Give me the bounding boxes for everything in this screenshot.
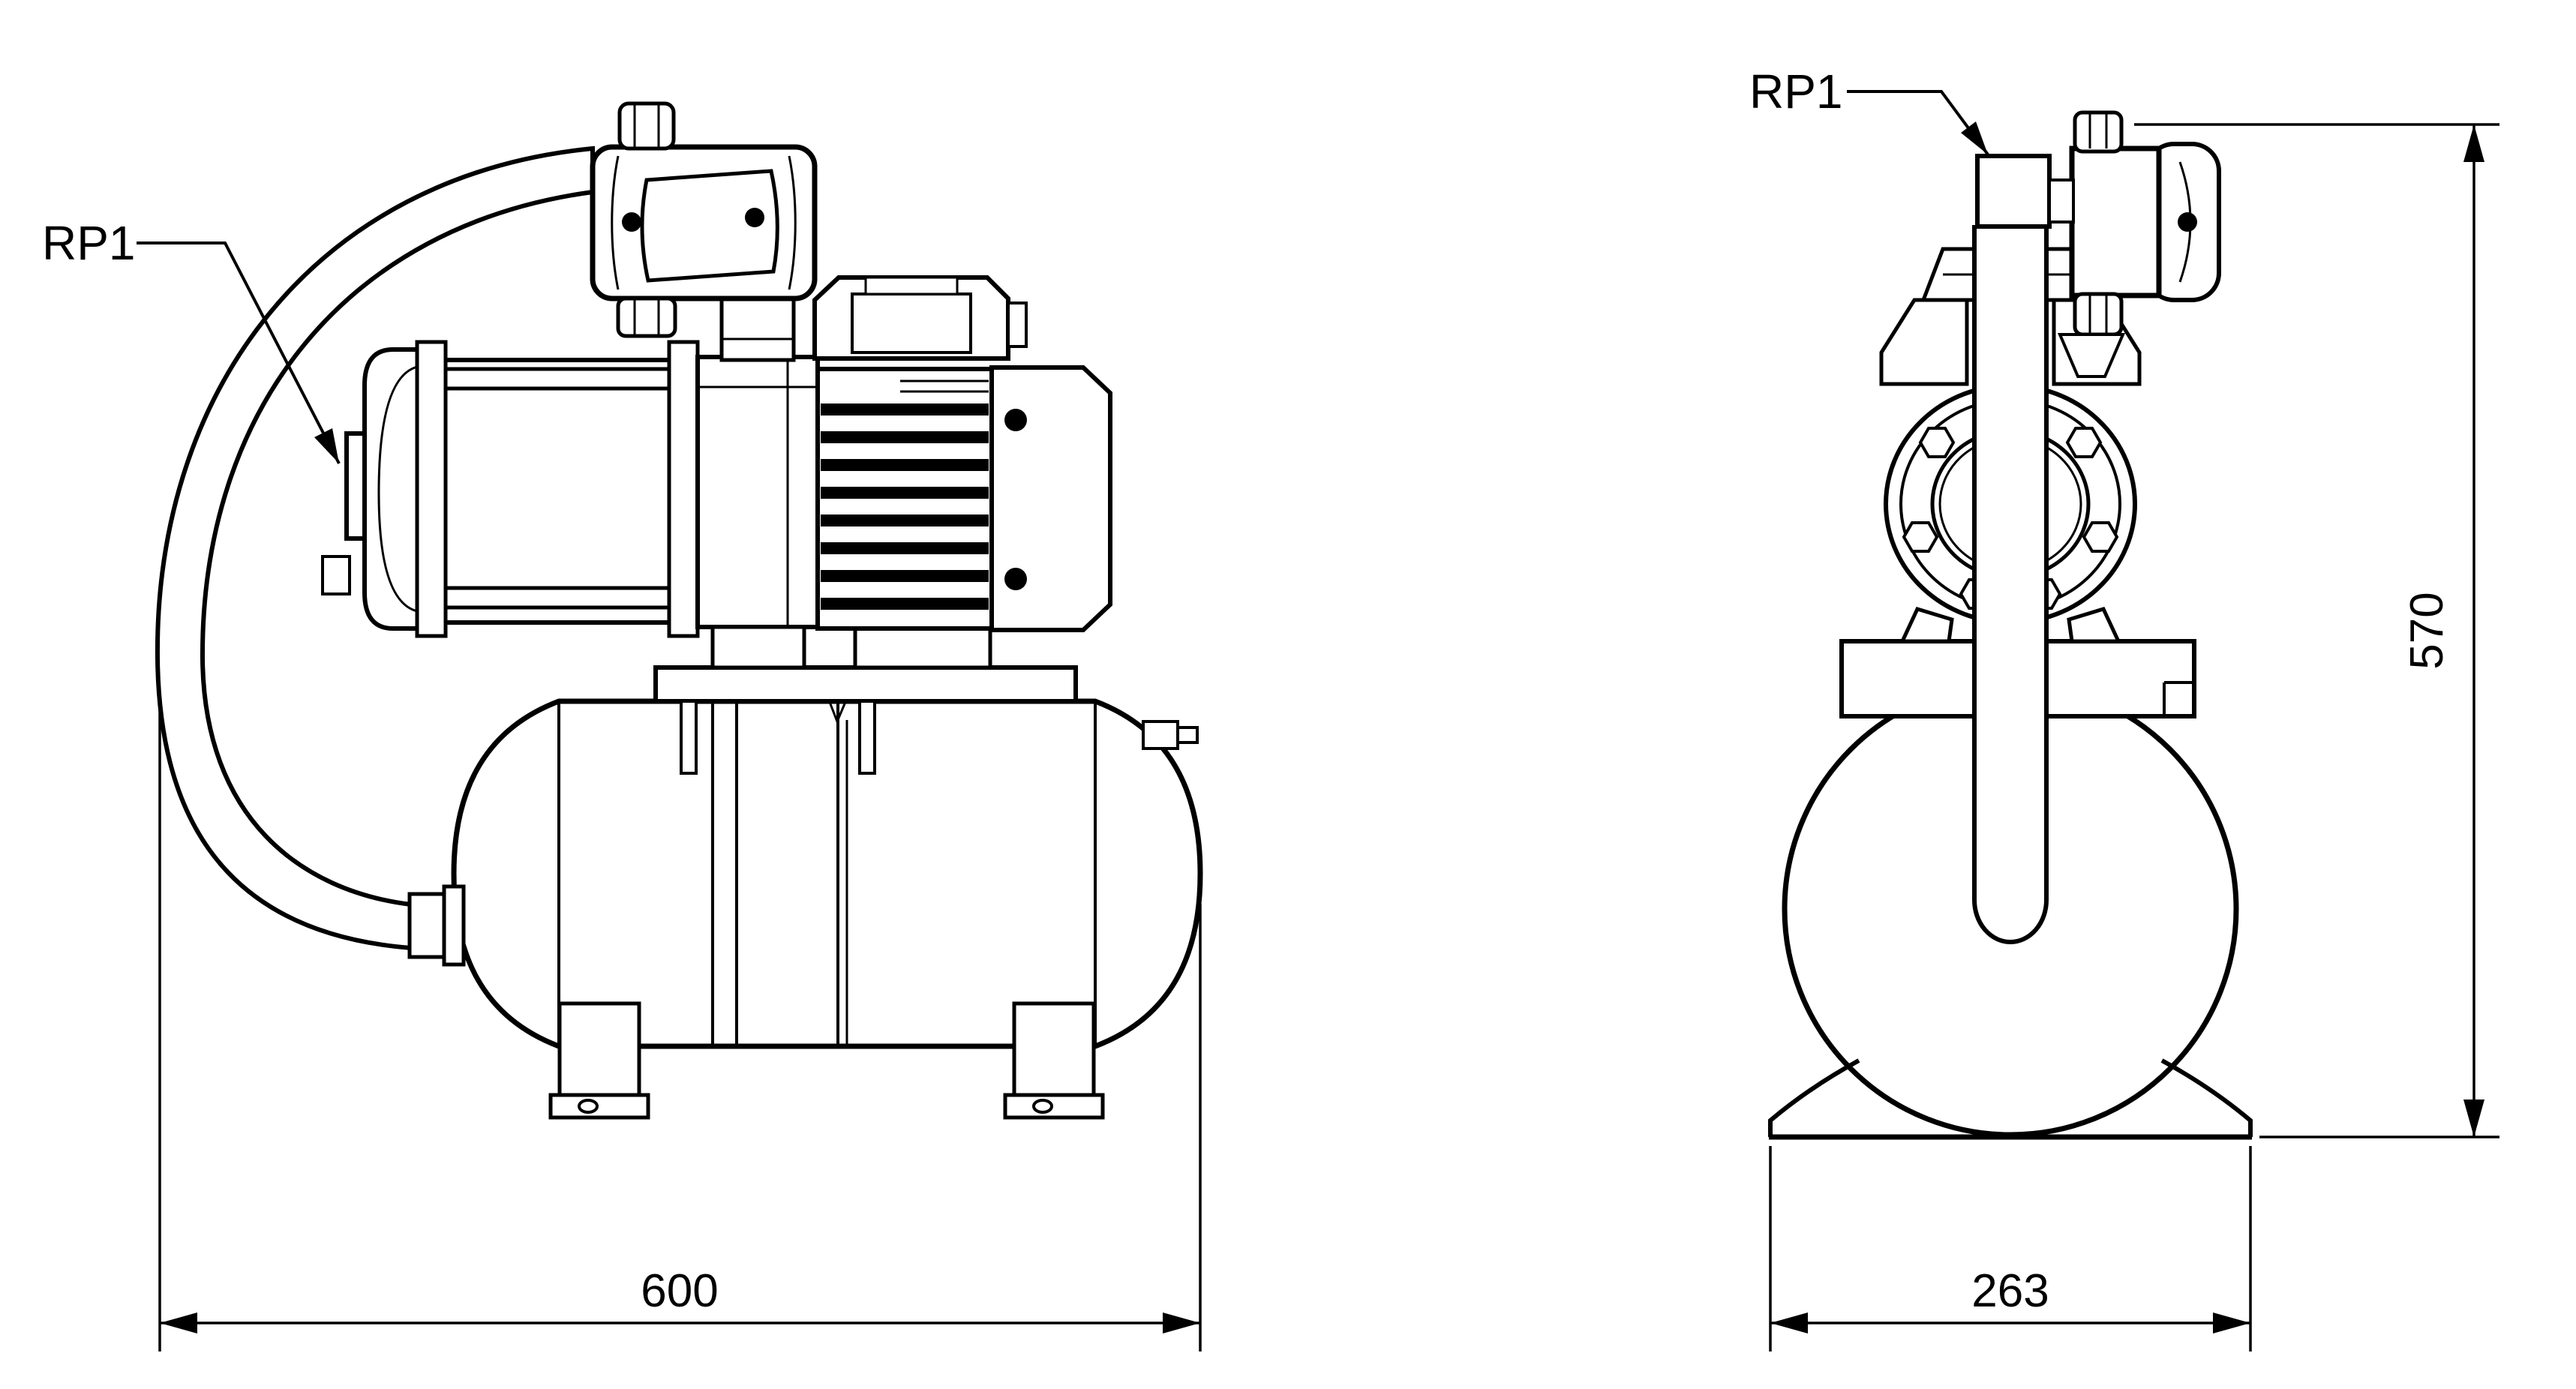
drain-plug [321,555,351,596]
hose-fitting [407,892,446,959]
tank-air-valve-cap [1176,726,1199,744]
bolt-icon [1004,568,1027,590]
connector-nut [2048,178,2075,224]
screw-icon [622,212,641,232]
screw-icon [745,208,764,227]
dimension-value: 263 [1971,1265,2049,1317]
pump-flange-left [415,340,448,638]
fin [821,542,989,554]
suction-cover [362,347,424,631]
dim-arrow-icon [2463,1100,2484,1137]
hose-tube-front [1972,225,2049,944]
dimension-overall-height: 570 [2134,123,2499,1138]
dimension-value: 600 [641,1265,718,1317]
manager-body [2069,146,2162,298]
hose-front [1972,154,2075,944]
mounting-plate-side [653,665,1078,704]
terminal-box-lid [851,292,972,354]
tank-side [451,665,1203,1120]
callout-label: RP1 [1749,64,1843,118]
pump-cylinder [419,358,676,625]
manager-bottom-port [616,296,677,338]
terminal-box-top [864,276,959,296]
callout-rp1-side: RP1 [42,216,341,464]
pump-flange-right [667,340,700,638]
callout-rp1-front: RP1 [1749,64,1989,156]
tank-seam-notch [828,701,847,725]
tank-foot-right-hole [1032,1099,1053,1114]
chamber-foot [710,625,806,670]
fin [821,598,989,610]
manager-lower-cover [2057,333,2126,378]
hose-side [155,146,595,967]
manager-top-port [617,101,676,151]
pressure-manager-edge [788,155,797,290]
fin [821,487,989,499]
pump-support-right [2067,606,2121,644]
plate-bracket-pin [680,700,698,775]
dim-arrow-icon [1163,1312,1200,1334]
fin [821,431,989,443]
dim-arrow-icon [2463,124,2484,162]
front-view: RP1 263 570 [1749,64,2499,1352]
bolt-icon [1004,409,1027,431]
pressure-manager-front [2057,110,2221,378]
base-cradle-right [2160,1058,2253,1137]
bolt-hex-icon [1918,427,1956,458]
dim-arrow-icon [2213,1312,2250,1334]
tank-foot-left-hole [578,1099,599,1114]
tie-rod-bottom [443,586,671,610]
tie-rod-top [443,367,671,391]
base-cradle-left [1768,1058,1860,1137]
side-view: RP1 600 [42,101,1203,1352]
bolt-hex-icon [1902,521,1939,553]
motor-cooling-fins [821,404,989,610]
dimension-overall-length: 600 [158,698,1202,1352]
motor-side [812,275,1112,632]
suction-cover-line [377,364,422,614]
plate-bracket-pin [858,700,876,775]
tank-foot-left-base [548,1093,650,1120]
motor-end-cap [989,365,1112,632]
manager-bottom-port [2073,292,2124,337]
tank-air-valve [1142,720,1179,750]
fin [821,459,989,471]
hose-flange [442,884,466,967]
tank-foot-left-body [557,1001,641,1097]
discharge-chamber [695,355,820,629]
pressure-manager-side [590,101,818,338]
bolt-hex-icon [2065,427,2103,458]
fin [821,404,989,416]
inlet-block [1975,154,2052,229]
pump-side [321,295,992,670]
dim-arrow-icon [1770,1312,1808,1334]
fin [821,570,989,582]
fin [821,514,989,526]
dim-arrow-icon [160,1312,197,1334]
pump-support-left [1899,606,1954,644]
bolt-hex-icon [2082,521,2119,553]
leader-line [137,242,341,464]
leader-arrowhead-icon [314,428,339,464]
screw-icon [2178,212,2197,232]
leader-arrowhead-icon [1961,122,1988,154]
tank-foot-right-body [1012,1001,1096,1097]
riser-pipe [719,295,796,362]
motor-foot [853,625,992,670]
callout-label: RP1 [42,216,136,270]
pressure-manager-window [640,169,779,283]
cable-gland [1007,302,1028,348]
tank-outline [451,698,1203,1049]
dimension-base-width: 263 [1769,1146,2252,1352]
pressure-manager-edge [611,155,620,290]
manager-top-port [2073,110,2124,154]
dimension-value: 570 [2401,592,2453,669]
tank-foot-right-base [1003,1093,1105,1120]
